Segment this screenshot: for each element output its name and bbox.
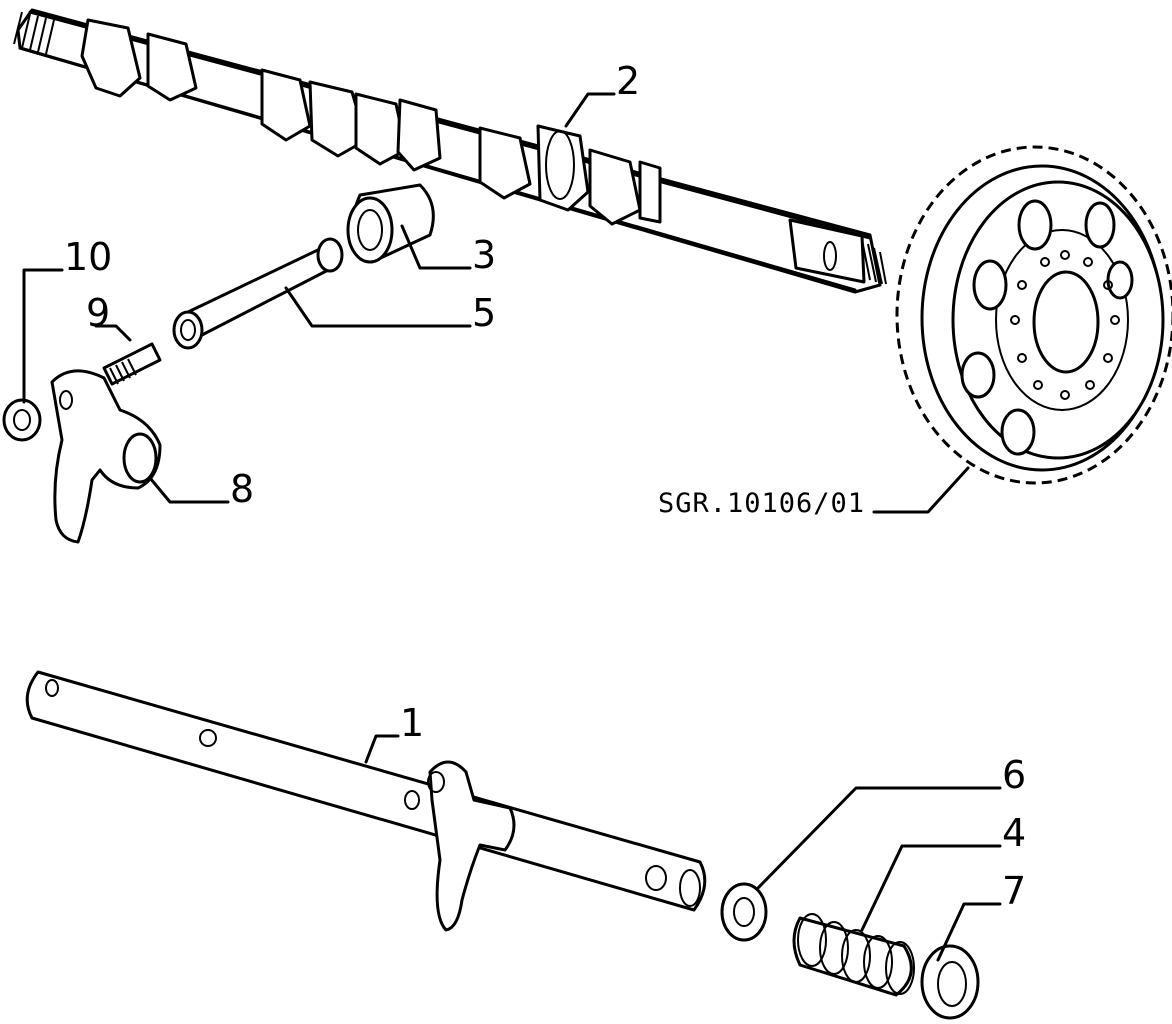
callout-8: 8	[230, 467, 254, 511]
callout-2: 2	[616, 59, 640, 103]
callout-10: 10	[64, 235, 112, 279]
leader-lines	[22, 92, 1002, 962]
callout-3: 3	[472, 233, 496, 277]
bushing	[346, 183, 435, 264]
adjusting-screw	[102, 342, 162, 386]
callout-5: 5	[472, 291, 496, 335]
callout-7: 7	[1002, 869, 1026, 913]
callout-9: 9	[86, 291, 110, 335]
callout-1: 1	[400, 701, 424, 745]
callout-6: 6	[1002, 753, 1026, 797]
thrust-washer	[720, 882, 768, 942]
rocker-arm	[50, 369, 162, 544]
camshaft	[13, 8, 887, 294]
coil-spring	[792, 913, 915, 997]
retaining-ring	[920, 944, 980, 1020]
rocker-shaft	[25, 670, 707, 932]
camshaft-pulley	[895, 145, 1172, 485]
lock-nut	[2, 398, 42, 442]
rocker-pin	[172, 237, 344, 350]
drawing-code: SGR.10106/01	[658, 488, 865, 519]
callout-4: 4	[1002, 811, 1026, 855]
